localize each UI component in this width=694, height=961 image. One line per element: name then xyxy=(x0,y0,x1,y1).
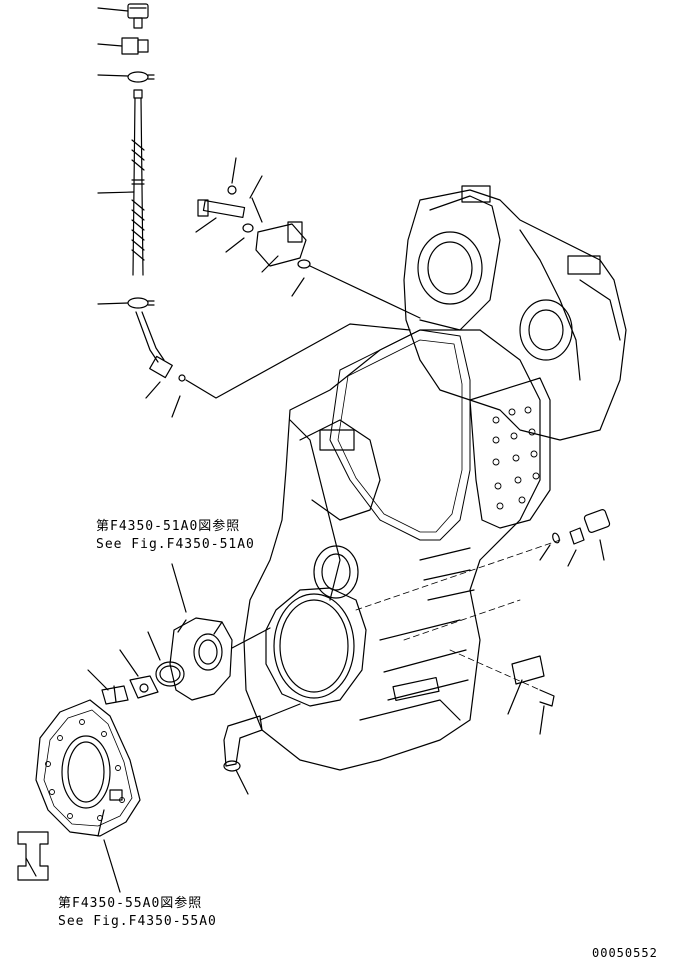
reference-label-en-2: See Fig.F4350-55A0 xyxy=(58,914,217,929)
drawing-code: 00050552 xyxy=(592,946,658,960)
pump-group xyxy=(101,617,271,705)
transmission-case xyxy=(243,185,627,771)
bracket xyxy=(17,831,49,881)
dipstick-assembly xyxy=(121,3,411,399)
elbow-fitting xyxy=(223,703,301,772)
right-side-parts xyxy=(511,509,611,707)
sensor-group xyxy=(197,185,421,319)
reference-label-en-1: See Fig.F4350-51A0 xyxy=(96,537,255,552)
leader-lines xyxy=(25,7,605,893)
reference-label-jp-1: 第F4350-51A0図参照 xyxy=(96,519,241,534)
converter-housing xyxy=(35,699,141,837)
reference-label-jp-2: 第F4350-55A0図参照 xyxy=(58,896,203,911)
